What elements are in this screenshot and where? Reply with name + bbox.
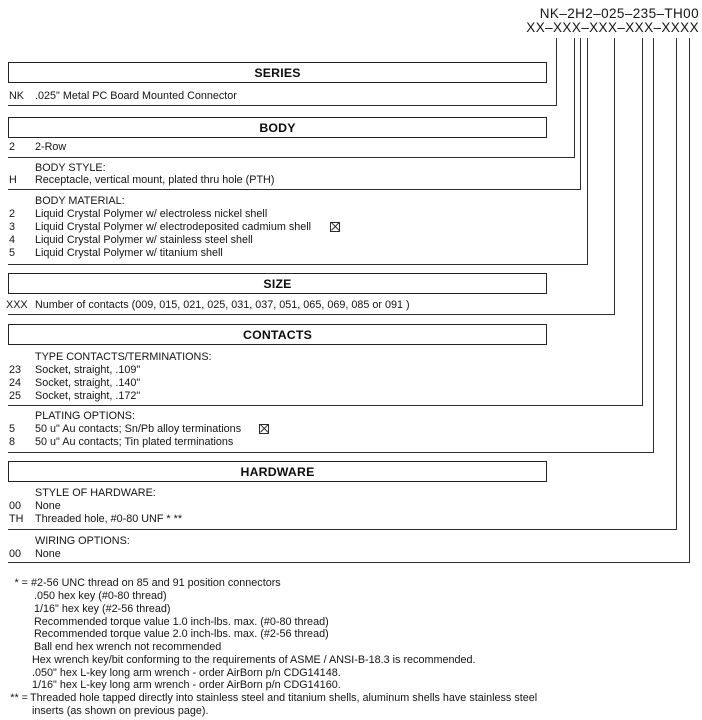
- option-code: TH: [9, 513, 24, 525]
- footnote-marker: ** =: [10, 692, 28, 704]
- connector-line-body-row: [8, 38, 575, 158]
- footnote-text: Recommended torque value 1.0 inch-lbs. m…: [34, 616, 329, 628]
- option-code: 23: [9, 364, 22, 376]
- option-description: Socket, straight, .109": [35, 364, 141, 376]
- subsection-label: BODY STYLE:: [35, 162, 106, 174]
- part-number-example: NK–2H2–025–235–TH00: [539, 6, 699, 21]
- option-description: Liquid Crystal Polymer w/ stainless stee…: [35, 234, 253, 246]
- option-description: .025" Metal PC Board Mounted Connector: [35, 90, 237, 102]
- connector-line-plating: [8, 38, 654, 453]
- option-description: 2-Row: [35, 141, 67, 153]
- footnote-text: Recommended torque value 2.0 inch-lbs. m…: [34, 628, 329, 640]
- section-header-box-body: BODY: [8, 117, 547, 138]
- option-description: 50 u" Au contacts; Sn/Pb alloy terminati…: [35, 423, 242, 435]
- subsection-label: PLATING OPTIONS:: [35, 410, 135, 422]
- section-header-label: SIZE: [263, 276, 292, 291]
- option-code: XXX: [6, 299, 28, 311]
- option-code: 5: [9, 423, 16, 435]
- footnote-text: inserts (as shown on previous page).: [32, 705, 209, 717]
- footnote-text: .050" hex L-key long arm wrench - order …: [32, 667, 341, 679]
- footnote-marker: * =: [14, 577, 28, 589]
- option-code: 24: [9, 377, 22, 389]
- connector-line-hardware-style: [8, 38, 677, 530]
- option-code: 3: [9, 221, 16, 233]
- section-header-label: BODY: [259, 120, 296, 135]
- option-description: Liquid Crystal Polymer w/ titanium shell: [35, 247, 223, 259]
- option-code: 8: [9, 436, 16, 448]
- option-code: H: [9, 174, 17, 186]
- footnote-text: 1/16" hex L-key long arm wrench - order …: [32, 679, 341, 691]
- option-description: Number of contacts (009, 015, 021, 025, …: [35, 299, 410, 311]
- option-code: 00: [9, 548, 22, 560]
- option-code: 2: [9, 141, 16, 153]
- footnote-text: Threaded hole tapped directly into stain…: [30, 692, 538, 704]
- option-code: 2: [9, 208, 16, 220]
- connector-line-series: [8, 38, 557, 106]
- section-header-label: SERIES: [254, 65, 301, 80]
- part-number-mask: XX–XXX–XXX–XXX–XXXX: [526, 20, 699, 35]
- footnote-text: 1/16" hex key (#2-56 thread): [34, 603, 171, 615]
- option-description: Socket, straight, .172": [35, 390, 141, 402]
- option-code: 5: [9, 247, 16, 259]
- connector-line-body-material: [8, 38, 588, 265]
- section-header-box-contacts: CONTACTS: [8, 324, 547, 345]
- option-code: 00: [9, 500, 22, 512]
- option-description: None: [35, 500, 61, 512]
- subsection-label: STYLE OF HARDWARE:: [35, 487, 156, 499]
- checked-box-icon: [259, 424, 269, 434]
- footnote-text: #2-56 UNC thread on 85 and 91 position c…: [31, 577, 281, 589]
- connector-line-body-style: [8, 38, 581, 190]
- option-description: Receptacle, vertical mount, plated thru …: [35, 174, 275, 186]
- section-header-box-size: SIZE: [8, 273, 547, 294]
- option-description: Liquid Crystal Polymer w/ electrodeposit…: [35, 221, 312, 233]
- option-code: 25: [9, 390, 22, 402]
- subsection-label: TYPE CONTACTS/TERMINATIONS:: [35, 351, 212, 363]
- connector-line-size: [8, 38, 615, 315]
- footnote-text: Hex wrench key/bit conforming to the req…: [32, 654, 476, 666]
- checked-box-icon: [330, 222, 340, 232]
- section-header-box-series: SERIES: [8, 62, 547, 83]
- connector-line-contacts-type: [8, 38, 643, 406]
- section-header-label: HARDWARE: [240, 464, 315, 479]
- subsection-label: BODY MATERIAL:: [35, 195, 125, 207]
- option-code: NK: [9, 90, 24, 102]
- footnote-text: .050 hex key (#0-80 thread): [34, 590, 167, 602]
- option-description: Socket, straight, .140": [35, 377, 141, 389]
- option-description: Threaded hole, #0-80 UNF * **: [35, 513, 183, 525]
- footnote-text: Ball end hex wrench not recommended: [34, 641, 222, 653]
- option-description: None: [35, 548, 61, 560]
- connector-line-wiring: [8, 38, 690, 563]
- section-header-label: CONTACTS: [243, 327, 312, 342]
- option-description: 50 u" Au contacts; Tin plated terminatio…: [35, 436, 234, 448]
- section-header-box-hardware: HARDWARE: [8, 461, 547, 482]
- option-code: 4: [9, 234, 16, 246]
- option-description: Liquid Crystal Polymer w/ electroless ni…: [35, 208, 268, 220]
- subsection-label: WIRING OPTIONS:: [35, 535, 130, 547]
